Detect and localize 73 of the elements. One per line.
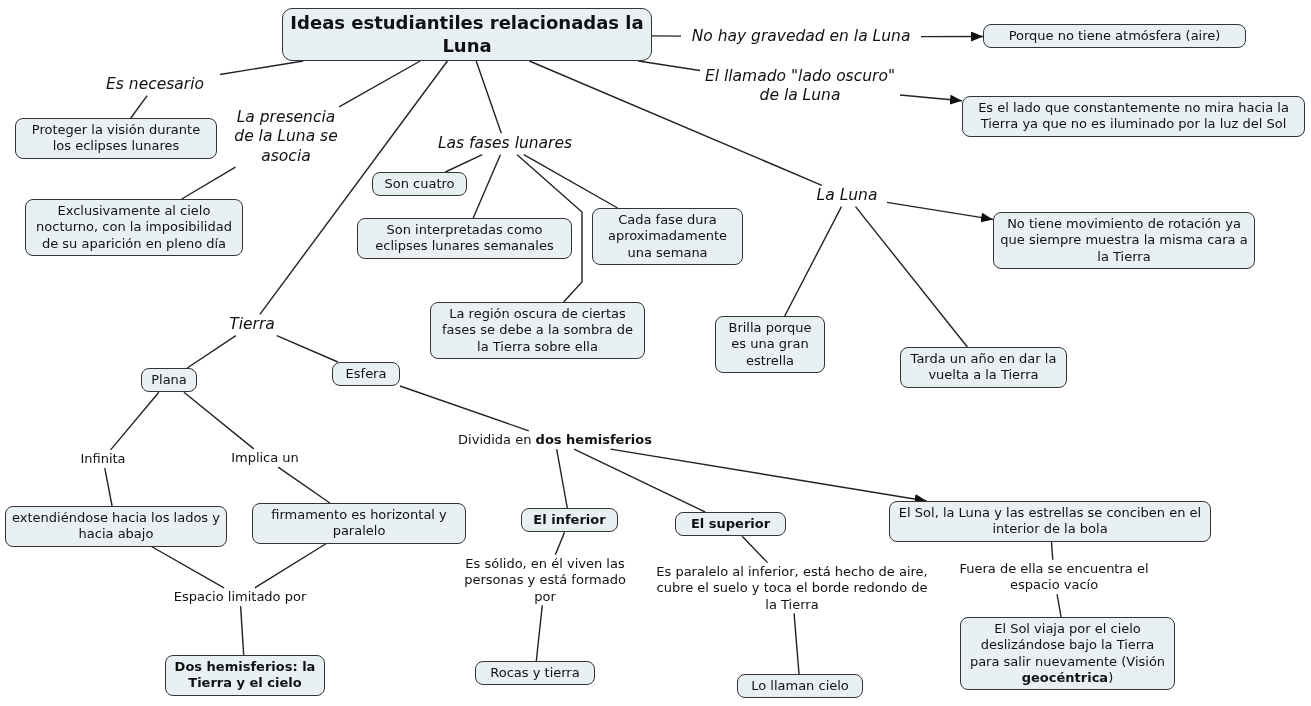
connector-line	[104, 467, 113, 507]
concept-box: El superior	[675, 512, 786, 537]
linking-phrase: Es paralelo al inferior, está hecho de aire, cubre el suelo y toca el borde redondo de la Tierra	[647, 562, 937, 614]
linking-phrase: El llamado "lado oscuro" de la Luna	[700, 65, 900, 107]
connector-line	[637, 60, 701, 72]
arrow	[886, 201, 994, 223]
connector-line	[1056, 593, 1062, 618]
concept-box: Cada fase dura aproximadamente una semana	[592, 208, 743, 265]
connector-line	[1050, 540, 1054, 561]
concept-box: Tarda un año en dar la vuelta a la Tierra	[900, 347, 1067, 388]
connector-line	[277, 466, 331, 504]
connector-line	[472, 154, 502, 219]
connector-line	[399, 385, 530, 432]
connector-line	[523, 154, 619, 209]
linking-phrase: Implica un	[215, 448, 315, 468]
connector-line	[555, 448, 568, 509]
connector-line	[741, 535, 769, 564]
concept-box: Porque no tiene atmósfera (aire)	[983, 24, 1246, 49]
concept-box: Es el lado que constantemente no mira hacia la Tierra ya que no es iluminado por la luz del Sol	[962, 96, 1305, 137]
connector-line	[338, 60, 421, 108]
concept-box: Lo llaman cielo	[737, 674, 863, 699]
arrow	[899, 94, 963, 105]
linking-phrase: No hay gravedad en la Luna	[681, 26, 921, 48]
connector-line	[516, 154, 583, 303]
main-concept-box: Ideas estudiantiles relacionadas la Luna	[282, 8, 652, 61]
linking-phrase: Es necesario	[90, 74, 220, 96]
connector-line	[535, 604, 543, 662]
connector-line	[444, 154, 483, 173]
linking-phrase: Dividida en dos hemisferios	[435, 430, 675, 450]
linking-phrase: Es sólido, en él viven las personas y está formado por	[460, 554, 630, 606]
connector-line	[186, 335, 237, 369]
connector-line	[130, 95, 148, 119]
concept-box: Rocas y tierra	[475, 661, 595, 686]
connector-line	[651, 35, 682, 37]
connector-line	[219, 60, 304, 76]
concept-box: Dos hemisferios: la Tierra y el cielo	[165, 655, 325, 696]
concept-box: El Sol viaja por el cielo deslizándose bajo la Tierra para salir nuevamente (Visión geocéntrica)	[960, 617, 1175, 690]
linking-phrase: La presencia de la Luna se asocia	[226, 106, 346, 168]
concept-box: La región oscura de ciertas fases se debe a la sombra de la Tierra sobre ella	[430, 302, 645, 359]
concept-box: Plana	[141, 368, 197, 393]
concept-box: Exclusivamente al cielo nocturno, con la imposibilidad de su aparición en pleno día	[25, 199, 243, 256]
concept-box: Brilla porque es una gran estrella	[715, 316, 825, 373]
arrow	[920, 31, 984, 42]
connector-line	[183, 391, 255, 450]
connector-line	[109, 391, 160, 451]
concept-box: extendiéndose hacia los lados y hacia abajo	[5, 506, 227, 547]
connector-line	[784, 206, 843, 317]
connector-line	[554, 531, 566, 556]
connector-line	[254, 542, 328, 589]
connector-line	[276, 335, 339, 363]
concept-box: Proteger la visión durante los eclipses lunares	[15, 118, 217, 159]
connector-line	[854, 206, 969, 348]
linking-phrase: Fuera de ella se encuentra el espacio vacío	[954, 559, 1154, 595]
concept-box: No tiene movimiento de rotación ya que siempre muestra la misma cara a la Tierra	[993, 212, 1255, 269]
linking-phrase: Tierra	[217, 314, 287, 336]
connector-line	[259, 60, 449, 315]
concept-box: firmamento es horizontal y paralelo	[252, 503, 466, 544]
connector-line	[528, 60, 823, 186]
linking-phrase: Espacio limitado por	[160, 587, 320, 607]
linking-phrase: Las fases lunares	[430, 133, 580, 155]
connector-line	[239, 605, 245, 656]
concept-box: Son cuatro	[372, 172, 467, 197]
connector-line	[573, 448, 706, 513]
connector-line	[475, 60, 502, 134]
linking-phrase: La Luna	[807, 185, 887, 207]
concept-box: El inferior	[521, 508, 618, 533]
connector-line	[181, 166, 237, 200]
connector-line	[150, 545, 225, 589]
linking-phrase: Infinita	[63, 449, 143, 469]
concept-box: Son interpretadas como eclipses lunares semanales	[357, 218, 572, 259]
connector-line	[793, 612, 800, 675]
concept-box: El Sol, la Luna y las estrellas se conciben en el interior de la bola	[889, 501, 1211, 542]
concept-box: Esfera	[332, 362, 400, 387]
